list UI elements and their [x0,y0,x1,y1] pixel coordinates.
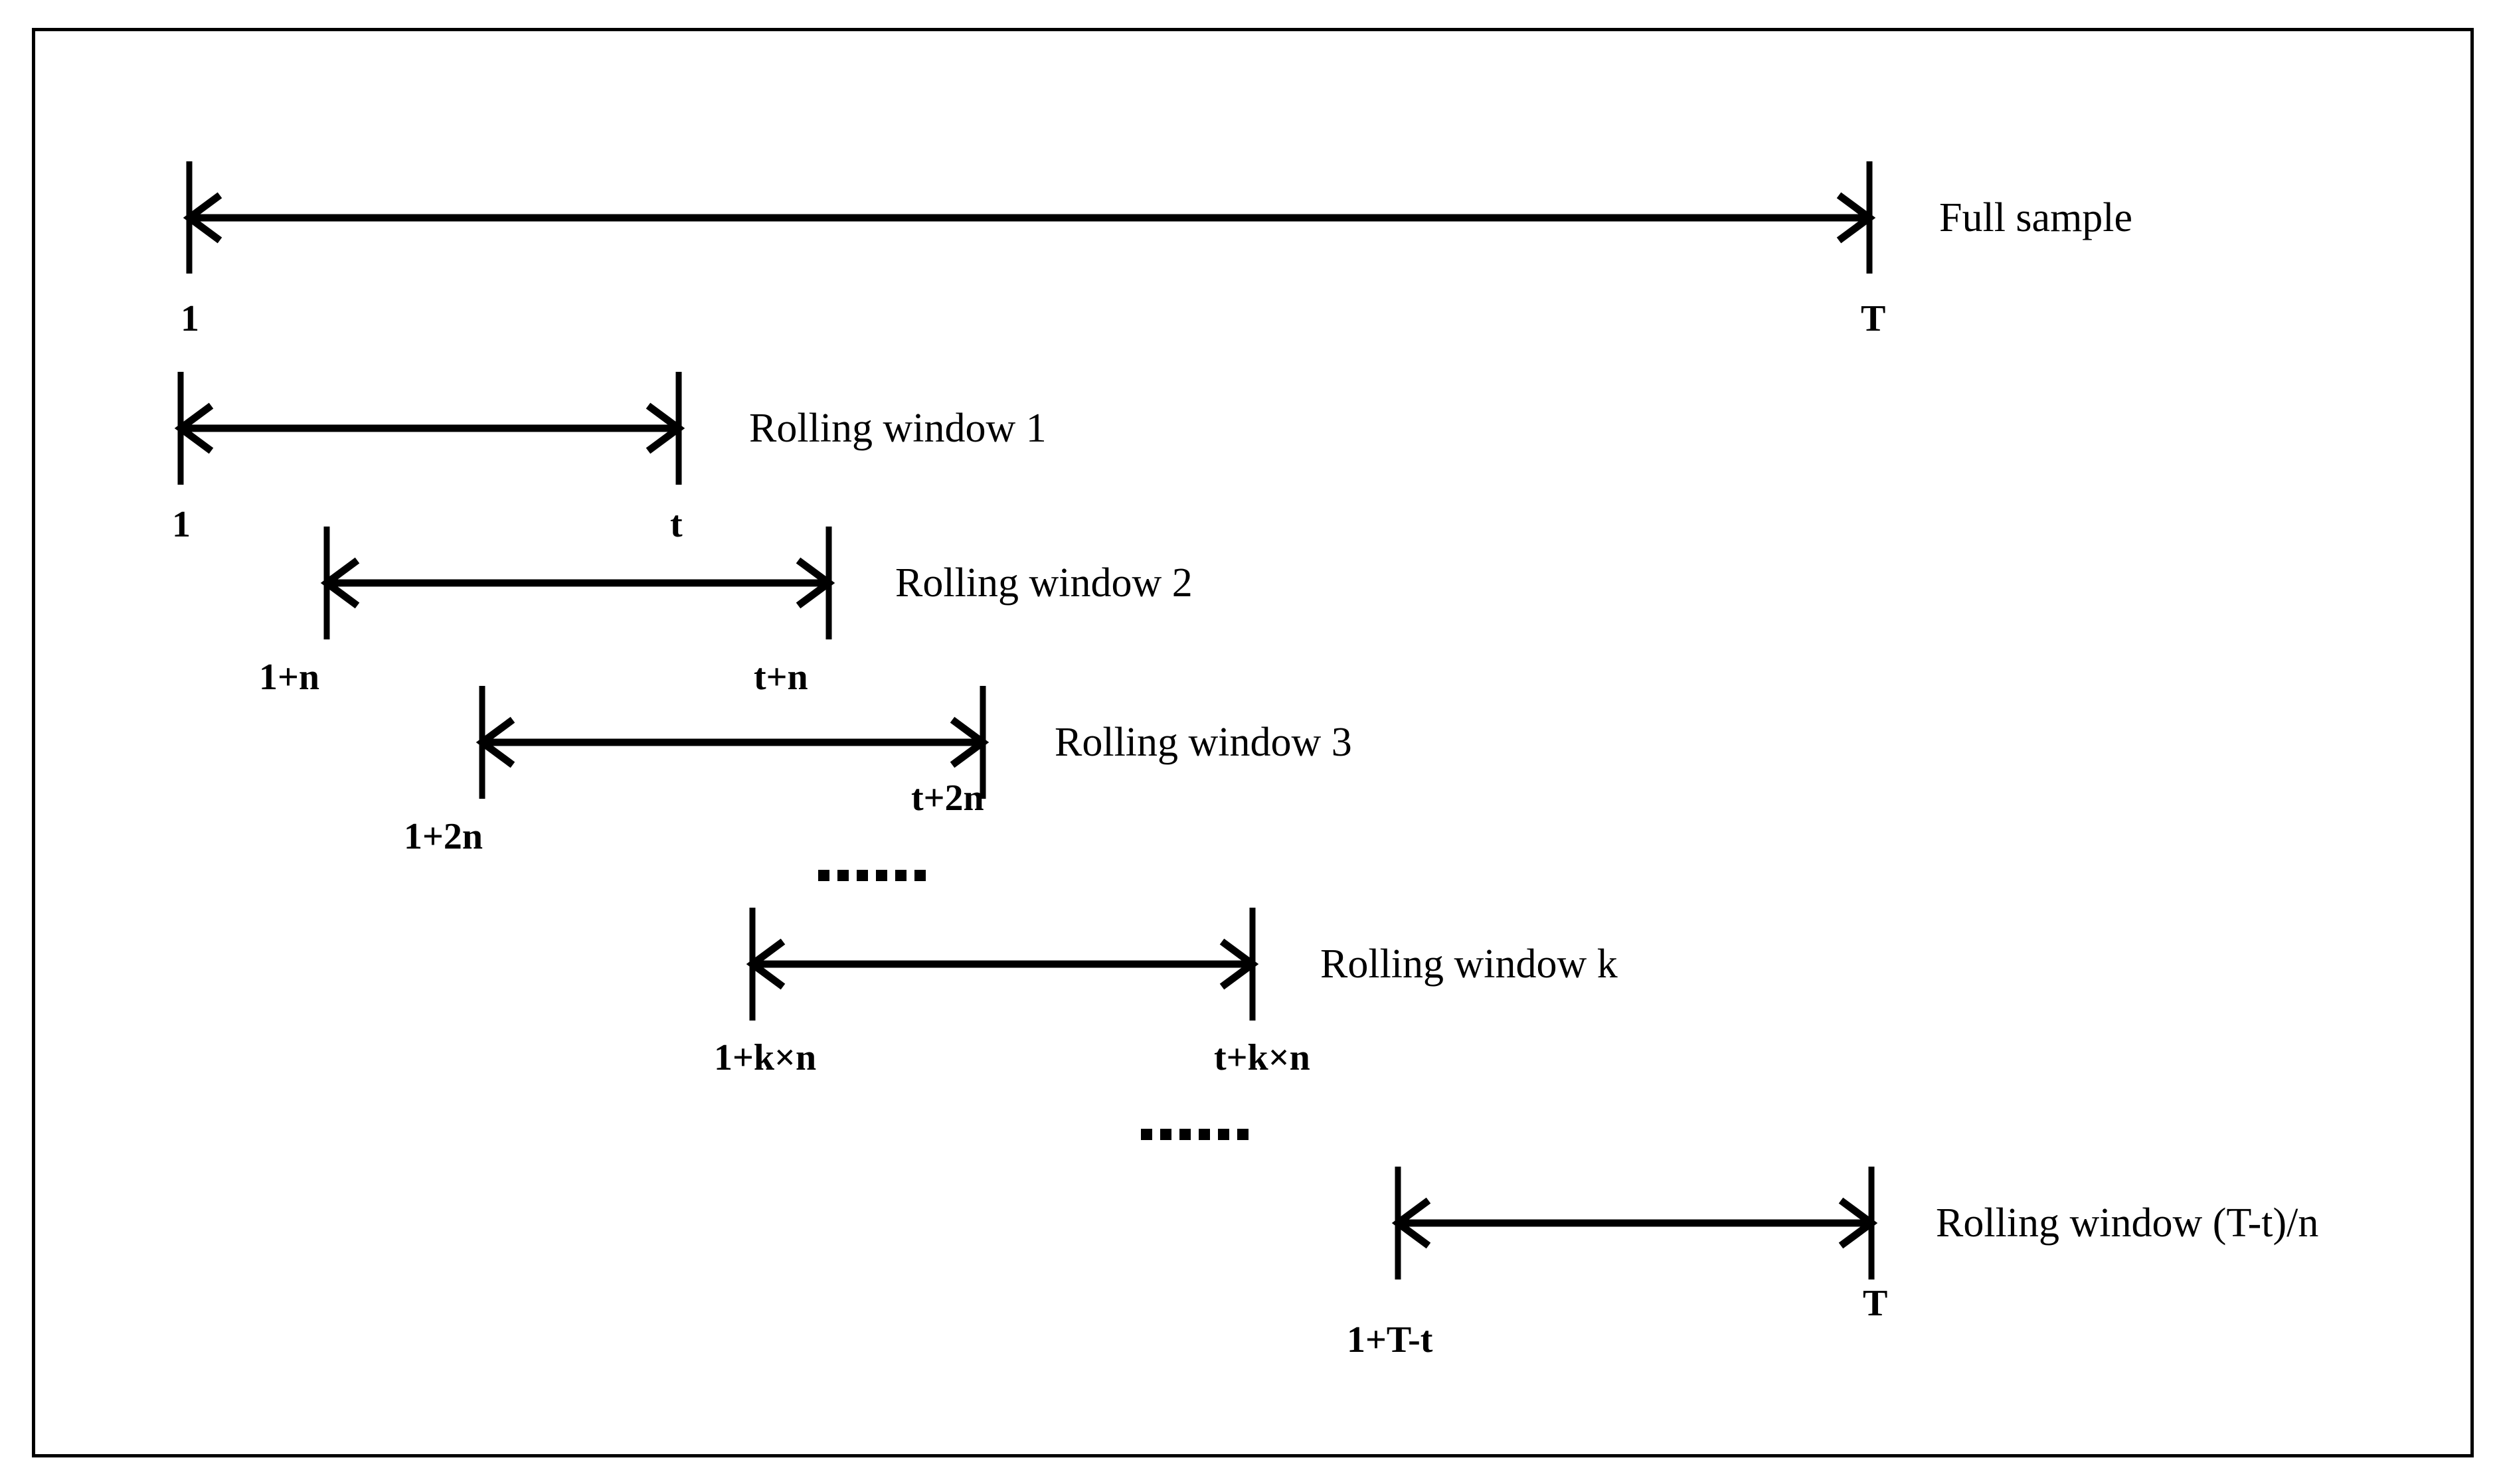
ellipsis-dot [1199,1129,1210,1140]
tick-label-end: t+2n [911,778,984,819]
row-caption: Full sample [1939,195,2133,240]
ellipsis-dot [818,870,829,881]
ellipsis-dot [857,870,868,881]
ellipsis-dot [1218,1129,1229,1140]
ellipsis-dot [914,870,926,881]
diagram-border [32,28,2474,1457]
ellipsis-dot [895,870,906,881]
row-caption: Rolling window 2 [895,560,1193,606]
ellipsis-dot [1237,1129,1249,1140]
tick-label-end: t+k×n [1214,1037,1310,1078]
tick-label-end: T [1861,298,1886,339]
ellipsis-dots [818,870,926,881]
ellipsis-dot [1179,1129,1191,1140]
tick-label-end: T [1863,1283,1888,1324]
tick-label-start: 1 [172,504,191,545]
row-caption: Rolling window 3 [1055,720,1352,765]
ellipsis-dot [837,870,849,881]
tick-label-start: 1 [181,298,199,339]
ellipsis-dot [1160,1129,1171,1140]
tick-label-end: t+n [754,657,808,698]
ellipsis-dots [1141,1129,1249,1140]
row-caption: Rolling window 1 [749,406,1047,451]
tick-label-start: 1+2n [404,816,483,857]
row-caption: Rolling window (T-t)/n [1936,1200,2319,1246]
ellipsis-dot [1141,1129,1152,1140]
tick-label-end: t [670,504,683,545]
tick-label-start: 1+n [259,657,320,698]
tick-label-start: 1+k×n [714,1037,817,1078]
tick-label-start: 1+T-t [1347,1319,1433,1360]
ellipsis-dot [876,870,887,881]
row-caption: Rolling window k [1320,942,1618,987]
